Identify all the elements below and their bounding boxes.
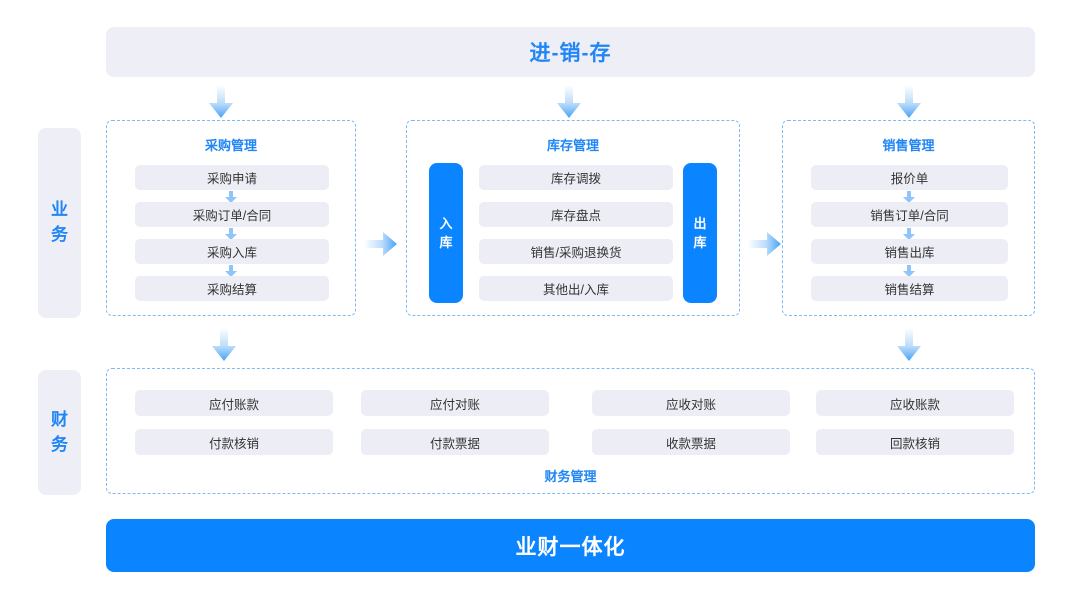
- sales-item-3[interactable]: 销售结算: [811, 276, 1008, 301]
- purchase-item-3[interactable]: 采购结算: [135, 276, 329, 301]
- purchase-item-1[interactable]: 采购订单/合同: [135, 202, 329, 227]
- top-banner: 进-销-存: [106, 27, 1035, 77]
- panel-finance: 应付账款 应付对账 应收对账 应收账款 付款核销 付款票据 收款票据 回款核销 …: [106, 368, 1035, 494]
- panel-purchase-title: 采购管理: [204, 138, 257, 153]
- finance-item-r2c1[interactable]: 付款核销: [135, 429, 333, 455]
- top-banner-label: 进-销-存: [529, 42, 612, 65]
- purchase-item-2[interactable]: 采购入库: [135, 239, 329, 264]
- finance-item-r1c1[interactable]: 应付账款: [135, 390, 333, 416]
- purchase-item-0[interactable]: 采购申请: [135, 165, 329, 190]
- panel-inventory: 库存管理 入 库 出 库 库存调拨 库存盘点 销售/采购退换货 其他出/入库: [406, 120, 740, 316]
- inbound-bar-char1: 入: [439, 215, 453, 231]
- finance-item-r1c3[interactable]: 应收对账: [592, 390, 790, 416]
- arrow-right-inventory-to-sales: [748, 231, 782, 257]
- finance-item-r2c2[interactable]: 付款票据: [361, 429, 549, 455]
- inbound-bar[interactable]: 入 库: [429, 163, 463, 303]
- arrow-down-sales-to-finance: [896, 328, 922, 362]
- inventory-item-2[interactable]: 销售/采购退换货: [479, 239, 673, 264]
- inbound-bar-char2: 库: [439, 235, 453, 250]
- mini-arrow-purchase-2: [224, 265, 238, 278]
- mini-arrow-sales-0: [902, 191, 916, 204]
- side-label-business-char1: 业: [51, 200, 68, 220]
- side-label-finance: 财 务: [38, 370, 81, 495]
- inventory-item-1[interactable]: 库存盘点: [479, 202, 673, 227]
- mini-arrow-purchase-1: [224, 228, 238, 241]
- outbound-bar-char1: 出: [693, 215, 707, 231]
- panel-finance-title: 财务管理: [544, 469, 597, 484]
- panel-purchase: 采购管理 采购申请 采购订单/合同 采购入库 采购结算: [106, 120, 356, 316]
- mini-arrow-purchase-0: [224, 191, 238, 204]
- finance-item-r2c3[interactable]: 收款票据: [592, 429, 790, 455]
- panel-inventory-title: 库存管理: [546, 138, 599, 153]
- arrow-right-purchase-to-inventory: [364, 231, 398, 257]
- mini-arrow-sales-1: [902, 228, 916, 241]
- outbound-bar[interactable]: 出 库: [683, 163, 717, 303]
- finance-item-r1c4[interactable]: 应收账款: [816, 390, 1014, 416]
- inventory-item-0[interactable]: 库存调拨: [479, 165, 673, 190]
- sales-item-1[interactable]: 销售订单/合同: [811, 202, 1008, 227]
- finance-item-r1c2[interactable]: 应付对账: [361, 390, 549, 416]
- side-label-business: 业 务: [38, 128, 81, 318]
- arrow-down-to-sales: [896, 85, 922, 119]
- bottom-banner-label: 业财一体化: [515, 535, 626, 559]
- mini-arrow-sales-2: [902, 265, 916, 278]
- arrow-down-purchase-to-finance: [211, 328, 237, 362]
- finance-item-r2c4[interactable]: 回款核销: [816, 429, 1014, 455]
- arrow-down-to-inventory: [556, 85, 582, 119]
- sales-item-0[interactable]: 报价单: [811, 165, 1008, 190]
- sales-item-2[interactable]: 销售出库: [811, 239, 1008, 264]
- side-label-finance-char1: 财: [51, 409, 68, 429]
- outbound-bar-char2: 库: [693, 235, 707, 250]
- side-label-finance-char2: 务: [51, 434, 68, 454]
- arrow-down-to-purchase: [208, 85, 234, 119]
- inventory-item-3[interactable]: 其他出/入库: [479, 276, 673, 301]
- panel-sales: 销售管理 报价单 销售订单/合同 销售出库 销售结算: [782, 120, 1035, 316]
- bottom-banner: 业财一体化: [106, 519, 1035, 572]
- panel-sales-title: 销售管理: [882, 138, 935, 153]
- side-label-business-char2: 务: [51, 225, 68, 244]
